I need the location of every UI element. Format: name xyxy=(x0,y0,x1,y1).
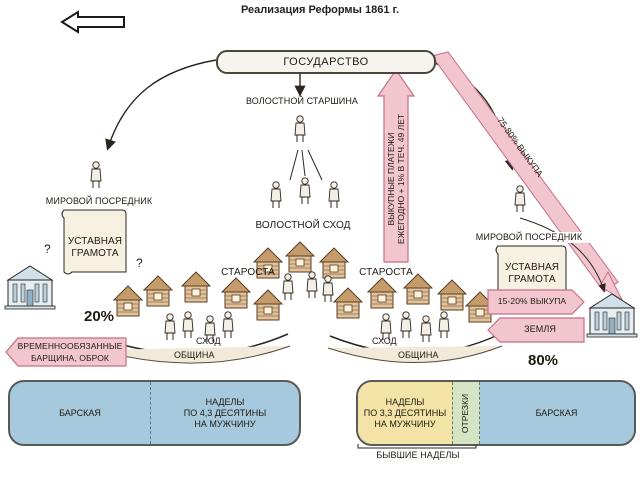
otrezki-label: ОТРЕЗКИ xyxy=(460,393,471,433)
obligated-line-1: ВРЕМЕННООБЯЗАННЫЕ xyxy=(17,341,123,351)
payments-line-2: ЕЖЕГОДНО + 1% В ТЕЧ. 49 ЛЕТ xyxy=(396,113,406,245)
left-elder-label: СТАРОСТА xyxy=(221,267,275,278)
former-allotments-bracket xyxy=(357,444,477,449)
ransom-15-label: 15-20% ВЫКУПА xyxy=(497,296,567,306)
right-charter-line-2: ГРАМОТА xyxy=(508,274,556,285)
right-land-bar: НАДЕЛЫ ПО 3,3 ДЕСЯТИНЫ НА МУЖЧИНУ ОТРЕЗК… xyxy=(356,380,636,446)
left-charter-line-2: ГРАМОТА xyxy=(71,248,119,259)
right-barskaya-segment: БАРСКАЯ xyxy=(479,382,634,444)
right-elder-label: СТАРОСТА xyxy=(359,267,413,278)
left-charter-line-1: УСТАВНАЯ xyxy=(67,236,123,247)
right-barskaya-label: БАРСКАЯ xyxy=(535,407,578,418)
right-charter-line-1: УСТАВНАЯ xyxy=(504,262,560,273)
left-allotment-line-1: НАДЕЛЫ xyxy=(205,396,245,407)
right-allotment-line-2: ПО 3,3 ДЕСЯТИНЫ xyxy=(363,407,447,418)
volost-elder-label: ВОЛОСТНОЙ СТАРШИНА xyxy=(234,96,370,107)
left-charter: УСТАВНАЯ ГРАМОТА xyxy=(66,236,124,260)
right-allotment-line-3: НА МУЖЧИНУ xyxy=(374,418,436,429)
former-allotments-label: БЫВШИЕ НАДЕЛЫ xyxy=(376,450,460,460)
land-label: ЗЕМЛЯ xyxy=(524,324,556,334)
left-skhod-label: СХОД xyxy=(196,336,221,346)
page-title: Реализация Реформы 1861 г. xyxy=(240,4,400,16)
redemption-payments: ВЫКУПНЫЕ ПЛАТЕЖИ ЕЖЕГОДНО + 1% В ТЕЧ. 49… xyxy=(384,96,408,262)
temporarily-obligated: ВРЕМЕННООБЯЗАННЫЕ БАРЩИНА, ОБРОК xyxy=(14,340,126,364)
right-skhod-label: СХОД xyxy=(372,336,397,346)
state-label: ГОСУДАРСТВО xyxy=(216,50,436,74)
right-allotment-segment: НАДЕЛЫ ПО 3,3 ДЕСЯТИНЫ НА МУЖЧИНУ xyxy=(358,382,452,444)
payments-line-1: ВЫКУПНЫЕ ПЛАТЕЖИ xyxy=(386,132,396,226)
left-allotment-line-3: НА МУЖЧИНУ xyxy=(194,418,256,429)
right-community-label: ОБЩИНА xyxy=(398,350,439,360)
right-mediator-label: МИРОВОЙ ПОСРЕДНИК xyxy=(468,232,590,243)
left-barskaya-label: БАРСКАЯ xyxy=(59,407,101,418)
left-question-mark-1: ? xyxy=(44,242,51,256)
volost-assembly-label: ВОЛОСТНОЙ СХОД xyxy=(248,220,358,231)
left-allotment-line-2: ПО 4,3 ДЕСЯТИНЫ xyxy=(183,407,267,418)
back-button[interactable] xyxy=(60,10,128,34)
otrezki-segment: ОТРЕЗКИ xyxy=(452,382,480,444)
left-barskaya-segment: БАРСКАЯ xyxy=(10,382,150,444)
left-mediator-label: МИРОВОЙ ПОСРЕДНИК xyxy=(38,196,160,207)
left-question-mark-2: ? xyxy=(136,256,143,270)
left-arrow-icon xyxy=(60,10,125,34)
right-allotment-line-1: НАДЕЛЫ xyxy=(385,396,425,407)
left-community-label: ОБЩИНА xyxy=(174,350,215,360)
left-allotment-segment: НАДЕЛЫ ПО 4,3 ДЕСЯТИНЫ НА МУЖЧИНУ xyxy=(151,382,299,444)
left-land-bar: БАРСКАЯ НАДЕЛЫ ПО 4,3 ДЕСЯТИНЫ НА МУЖЧИН… xyxy=(8,380,301,446)
right-percent: 80% xyxy=(528,352,559,369)
obligated-line-2: БАРЩИНА, ОБРОК xyxy=(31,353,109,363)
right-charter: УСТАВНАЯ ГРАМОТА xyxy=(500,262,564,286)
left-percent: 20% xyxy=(84,308,115,325)
left-bar-divider xyxy=(150,382,151,444)
